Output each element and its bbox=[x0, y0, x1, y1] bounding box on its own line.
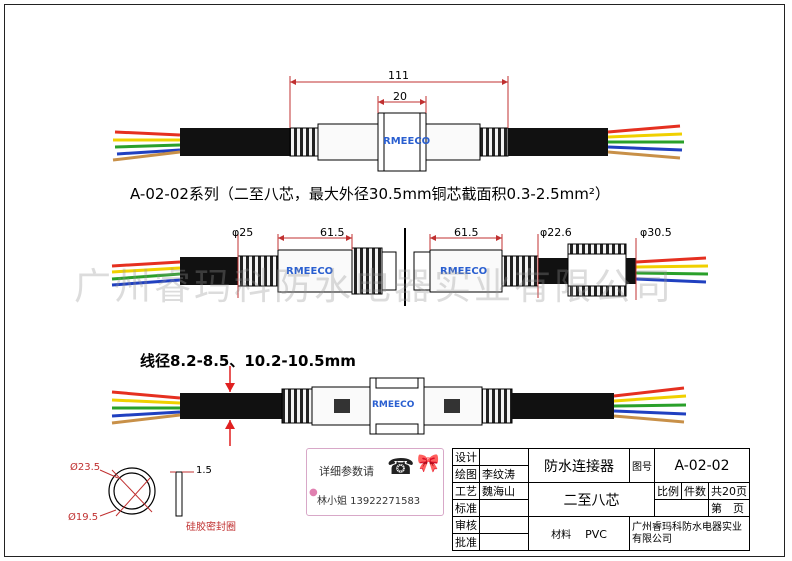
wire-heading: 线径8.2-8.5、10.2-10.5mm bbox=[140, 352, 356, 370]
plug-body-mid bbox=[277, 249, 353, 293]
seal-ring-drawing bbox=[99, 467, 194, 517]
wire-bundle-left-mid bbox=[111, 260, 181, 287]
strain-relief-right-mid bbox=[501, 255, 539, 287]
connector-assembled-bottom bbox=[111, 366, 687, 446]
contact-card[interactable]: 详细参数请 ☎ 🎀 ● 林小姐 13922271583 bbox=[306, 448, 444, 516]
tb-draw-label: 绘图 bbox=[452, 465, 480, 483]
diameter-arrows-bottom bbox=[225, 366, 235, 446]
brand-logo-mid-right: RMEECO bbox=[440, 266, 488, 277]
drawing-frame bbox=[4, 4, 785, 557]
brand-logo-bottom: RMEECO bbox=[372, 400, 415, 410]
tb-company: 广州睿玛科防水电器实业有限公司 bbox=[629, 516, 750, 551]
dim-overall: 111 bbox=[388, 69, 409, 82]
dim-len-left: 61.5 bbox=[320, 226, 345, 239]
wire-bundle-right-top bbox=[607, 124, 684, 160]
tb-craft-label: 工艺 bbox=[452, 482, 480, 500]
tb-material: PVC bbox=[585, 528, 607, 541]
dim-middle: 20 bbox=[393, 90, 407, 103]
tb-review-label: 审核 bbox=[452, 516, 480, 534]
tb-drawing-label: 图号 bbox=[629, 448, 655, 483]
cable-left-mid bbox=[180, 257, 238, 285]
contact-line2: 林小姐 13922271583 bbox=[317, 496, 421, 507]
title-block: 设计 防水连接器 图号 A-02-02 绘图 李纹涛 工艺 魏海山 二至八芯 比… bbox=[452, 448, 750, 551]
tb-scale-label: 比例 bbox=[654, 482, 682, 500]
plug-body-left-top bbox=[317, 123, 379, 161]
strain-relief-right-top bbox=[479, 127, 509, 157]
dimensions-mid bbox=[237, 234, 637, 300]
tb-qty-label: 件数 bbox=[681, 482, 709, 500]
seal-label: 硅胶密封圈 bbox=[186, 522, 236, 533]
tb-standard-label: 标准 bbox=[452, 499, 480, 517]
tb-material-label: 材料 bbox=[551, 530, 572, 541]
wire-bundle-right-mid bbox=[635, 256, 709, 284]
dimension-overall-top bbox=[289, 76, 509, 128]
connector-exploded-mid bbox=[111, 228, 709, 306]
wire-bundle-left-top bbox=[112, 130, 181, 162]
tb-page-label: 第 页 bbox=[708, 499, 750, 517]
seal-outer-dim: Ø23.5 bbox=[70, 462, 101, 473]
brand-logo-top: RMEECO bbox=[383, 136, 431, 147]
tb-product: 防水连接器 bbox=[528, 448, 630, 483]
dim-d-right: φ30.5 bbox=[640, 226, 672, 239]
dim-d-left: φ25 bbox=[232, 226, 254, 239]
socket-body-mid bbox=[429, 249, 503, 293]
plug-thread-mid bbox=[351, 247, 383, 295]
cat-icon: ● bbox=[309, 487, 318, 498]
socket-body-right-top bbox=[425, 123, 481, 161]
bow-icon: 🎀 bbox=[417, 453, 440, 474]
watermark: 广州睿玛科防水电器实业有限公司 bbox=[74, 265, 674, 308]
wire-bundle-right-bottom bbox=[613, 386, 687, 424]
seal-inner-dim: Ø19.5 bbox=[68, 512, 99, 523]
tb-drawing-no: A-02-02 bbox=[654, 448, 750, 483]
strain-relief-left-top bbox=[289, 127, 319, 157]
tb-draw-name: 李纹涛 bbox=[479, 465, 529, 483]
brand-logo-mid-left: RMEECO bbox=[286, 266, 334, 277]
cable-right-bottom bbox=[512, 393, 614, 419]
cable-right-top bbox=[508, 128, 608, 156]
wire-bundle-left-bottom bbox=[111, 390, 181, 425]
cable-left-top bbox=[180, 128, 290, 156]
tb-design-label: 设计 bbox=[452, 448, 480, 466]
seal-thickness-dim: 1.5 bbox=[196, 465, 212, 476]
contact-line1: 详细参数请 bbox=[319, 465, 374, 478]
tb-craft-name: 魏海山 bbox=[479, 482, 529, 500]
phone-icon: ☎ bbox=[387, 455, 415, 480]
strain-relief-left-mid bbox=[237, 255, 279, 287]
series-heading: A-02-02系列（二至八芯，最大外径30.5mm铜芯截面积0.3-2.5mm²… bbox=[130, 185, 610, 203]
connector-assembled-top bbox=[112, 76, 684, 172]
tb-total-pages: 共20页 bbox=[708, 482, 750, 500]
cable-left-bottom bbox=[180, 393, 282, 419]
dim-len-right: 61.5 bbox=[454, 226, 479, 239]
tb-cores: 二至八芯 bbox=[528, 482, 655, 517]
tb-approve-label: 批准 bbox=[452, 533, 480, 551]
dim-d-mid: φ22.6 bbox=[540, 226, 572, 239]
